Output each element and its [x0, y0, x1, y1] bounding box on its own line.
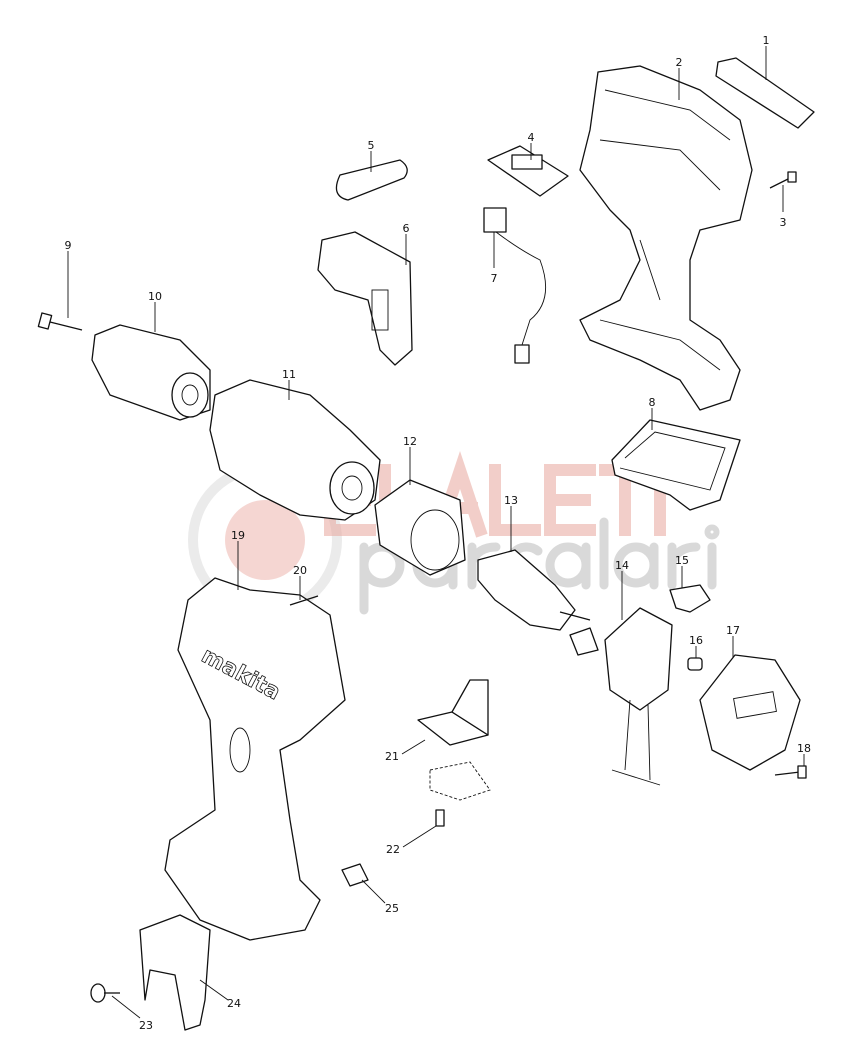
- leader-lines: [67, 46, 805, 1019]
- part-20-plate: [289, 595, 319, 606]
- part-9-screw: [37, 312, 83, 331]
- part-6-switch: [317, 231, 413, 366]
- part-label-13: 13: [504, 494, 518, 507]
- part-label-7: 7: [491, 272, 498, 285]
- part-25-clip: [341, 863, 369, 887]
- part-21-bracket: [417, 679, 491, 801]
- part-label-14: 14: [615, 559, 629, 572]
- part-10-chuck: [91, 324, 211, 421]
- part-number-labels: 1 2 3 4 5 6 7 8 9 10 11 12 13 14 15 16 1…: [65, 34, 812, 1032]
- part-label-9: 9: [65, 239, 72, 252]
- part-13-armature: [477, 549, 591, 631]
- part-label-11: 11: [282, 368, 296, 381]
- part-11-gear-assembly: [209, 379, 381, 521]
- part-16-sleeve: [687, 657, 703, 671]
- part-12-field-yoke: [374, 479, 466, 576]
- part-label-17: 17: [726, 624, 740, 637]
- part-14-brush-holder: [569, 607, 673, 786]
- part-label-22: 22: [386, 843, 400, 856]
- part-17-rear-cover: [699, 654, 801, 771]
- part-1-label-plate: [715, 57, 815, 129]
- part-8-holder: [611, 419, 741, 511]
- part-23-screw: [90, 983, 120, 1003]
- part-label-3: 3: [780, 216, 787, 229]
- part-label-24: 24: [227, 997, 241, 1010]
- part-label-10: 10: [148, 290, 162, 303]
- part-label-1: 1: [763, 34, 770, 47]
- part-22-screw: [435, 809, 445, 827]
- part-3-screw: [769, 171, 797, 189]
- part-label-12: 12: [403, 435, 417, 448]
- part-label-16: 16: [689, 634, 703, 647]
- part-label-18: 18: [797, 742, 811, 755]
- part-2-housing-right: [579, 65, 753, 411]
- part-label-2: 2: [676, 56, 683, 69]
- part-label-8: 8: [649, 396, 656, 409]
- part-19-housing-left: makita: [164, 577, 346, 941]
- part-18-screw: [774, 765, 807, 779]
- part-label-20: 20: [293, 564, 307, 577]
- part-24-belt-hook: [139, 914, 211, 1031]
- part-label-19: 19: [231, 529, 245, 542]
- part-label-4: 4: [528, 131, 535, 144]
- part-label-25: 25: [385, 902, 399, 915]
- part-label-5: 5: [368, 139, 375, 152]
- part-5-lever: [335, 159, 408, 201]
- part-label-21: 21: [385, 750, 399, 763]
- part-7-wire-assembly: [483, 207, 547, 364]
- part-label-6: 6: [403, 222, 410, 235]
- part-label-15: 15: [675, 554, 689, 567]
- part-label-23: 23: [139, 1019, 153, 1032]
- part-15-clip: [669, 584, 711, 613]
- part-4-cover: [487, 145, 569, 197]
